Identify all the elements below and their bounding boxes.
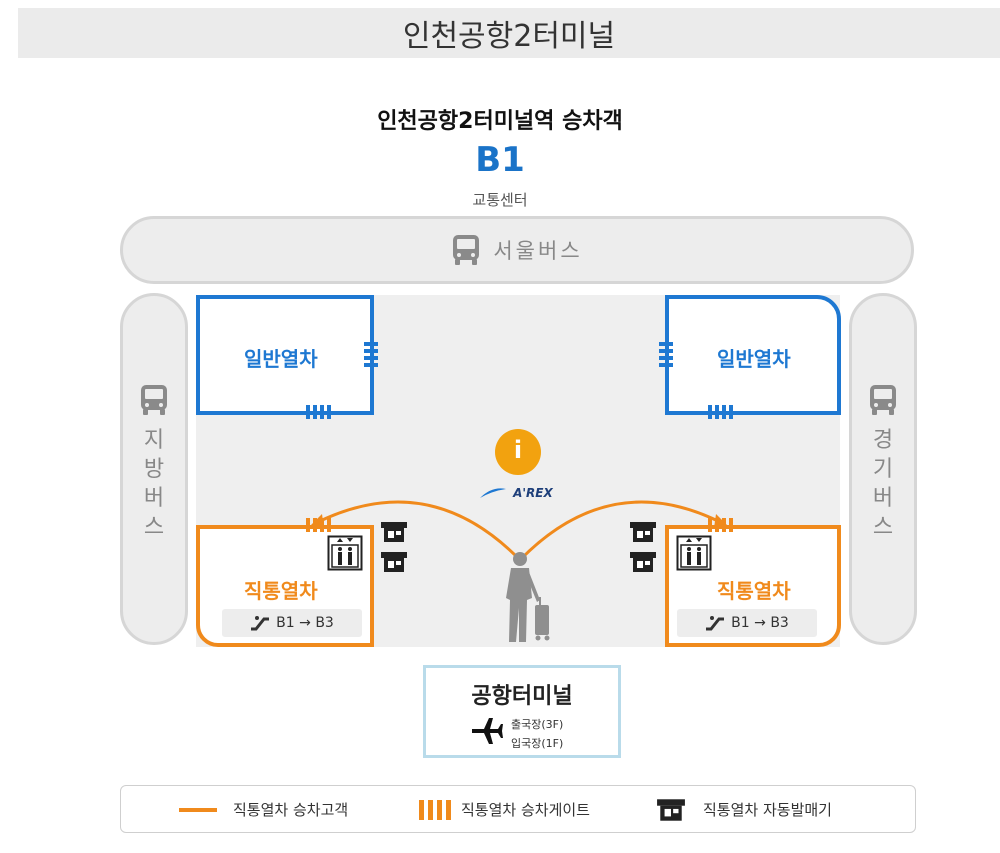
legend: 직통열차 승차고객 직통열차 승차게이트 직통열차 자동발매기 (120, 785, 916, 833)
escalator-icon (251, 616, 270, 631)
gyeonggi-bus-label: 경 기 버 스 (872, 428, 894, 540)
local-bus-zone: 지 방 버 스 (120, 293, 188, 645)
airplane-icon (472, 718, 503, 744)
gyeonggi-bus-zone: 경 기 버 스 (849, 293, 917, 645)
area-label: 교통센터 (472, 191, 528, 209)
legend-ticket-label: 직통열차 자동발매기 (703, 801, 832, 819)
seoul-bus-zone: 서울버스 (120, 216, 914, 284)
gate-icon (659, 342, 673, 367)
arex-logo: A'REX (478, 482, 568, 501)
bus-icon (141, 385, 167, 415)
seoul-bus-label: 서울버스 (493, 239, 583, 263)
page-title-bar: 인천공항2터미널 (18, 8, 1000, 58)
general-train-left-label: 일반열차 (244, 347, 318, 371)
legend-line-label: 직통열차 승차고객 (233, 801, 349, 819)
gate-icon (364, 342, 378, 367)
local-bus-label: 지 방 버 스 (143, 428, 165, 540)
page-title: 인천공항2터미널 (402, 19, 616, 54)
express-train-left-label: 직통열차 (244, 579, 318, 603)
express-train-right-label: 직통열차 (717, 579, 791, 603)
ticket-machine-icon (630, 522, 656, 542)
gate-icon (708, 518, 733, 532)
station-subtitle: 인천공항2터미널역 승차객 (377, 109, 623, 134)
express-train-right: 직통열차 B1 → B3 (665, 525, 841, 647)
orange-line-legend-icon (179, 808, 217, 812)
ticket-machine-icon (381, 552, 407, 572)
floor-label: B1 (475, 140, 525, 180)
elevator-icon (327, 535, 363, 571)
info-icon (495, 429, 541, 475)
gate-icon (306, 405, 331, 419)
escalator-info-right: B1 → B3 (677, 609, 817, 637)
legend-gate-label: 직통열차 승차게이트 (461, 801, 590, 819)
arrival-label: 입국장(1F) (511, 737, 564, 750)
ticket-machine-icon (630, 552, 656, 572)
gate-legend-icon (419, 800, 451, 820)
gate-icon (306, 518, 331, 532)
gate-icon (708, 405, 733, 419)
general-train-left: 일반열차 (196, 295, 374, 415)
elevator-icon (676, 535, 712, 571)
traveler-icon (506, 552, 550, 642)
escalator-icon (706, 616, 725, 631)
info-symbol: i (513, 436, 523, 464)
terminal-title: 공항터미널 (471, 684, 573, 709)
escalator-info-left: B1 → B3 (222, 609, 362, 637)
ticket-machine-icon (381, 522, 407, 542)
departure-label: 출국장(3F) (511, 718, 564, 731)
general-train-right-label: 일반열차 (717, 347, 791, 371)
general-train-right: 일반열차 (665, 295, 841, 415)
airport-terminal-box: 공항터미널 출국장(3F) 입국장(1F) (423, 665, 621, 758)
bus-icon (870, 385, 896, 415)
bus-icon (453, 235, 480, 265)
ticket-machine-legend-icon (657, 799, 685, 821)
